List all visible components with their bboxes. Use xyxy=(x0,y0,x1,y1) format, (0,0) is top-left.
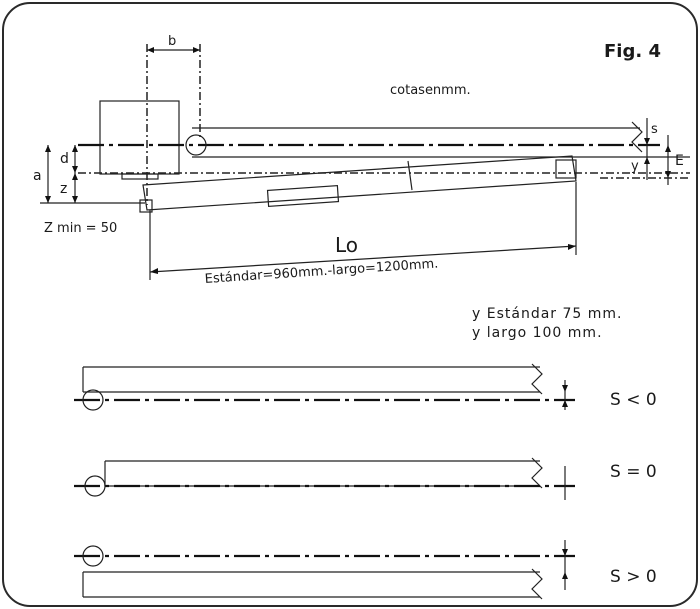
y-standard-note: y Estándar 75 mm. xyxy=(472,306,622,322)
gate-leaf xyxy=(192,121,643,158)
figure-title: Fig. 4 xyxy=(604,41,661,62)
case-s-equal-zero xyxy=(74,457,575,500)
label-b: b xyxy=(168,34,176,49)
y-long-note: y largo 100 mm. xyxy=(472,325,603,341)
label-a: a xyxy=(33,168,42,184)
label-z: z xyxy=(60,181,67,197)
case-label-3: S > 0 xyxy=(610,567,657,587)
label-zmin: Z min = 50 xyxy=(44,221,117,236)
case-label-1: S < 0 xyxy=(610,390,657,410)
case-s-less-than-zero xyxy=(74,363,575,411)
motor-base xyxy=(121,173,159,180)
dimension-b xyxy=(146,44,201,205)
case-s-greater-than-zero xyxy=(74,540,575,600)
dimension-adz xyxy=(40,145,145,204)
motor-block xyxy=(99,100,180,175)
label-s: s xyxy=(651,122,658,137)
actuator-arm xyxy=(139,155,577,213)
label-d: d xyxy=(60,151,69,167)
label-y: y xyxy=(631,159,639,174)
dimension-lo xyxy=(149,182,577,280)
label-lo: Lo xyxy=(335,233,358,257)
case-label-2: S = 0 xyxy=(610,462,657,482)
dimension-syE xyxy=(600,118,690,185)
label-E: E xyxy=(675,153,684,169)
hinge-pivot xyxy=(185,134,207,156)
units-note: cotasenmm. xyxy=(390,83,471,98)
